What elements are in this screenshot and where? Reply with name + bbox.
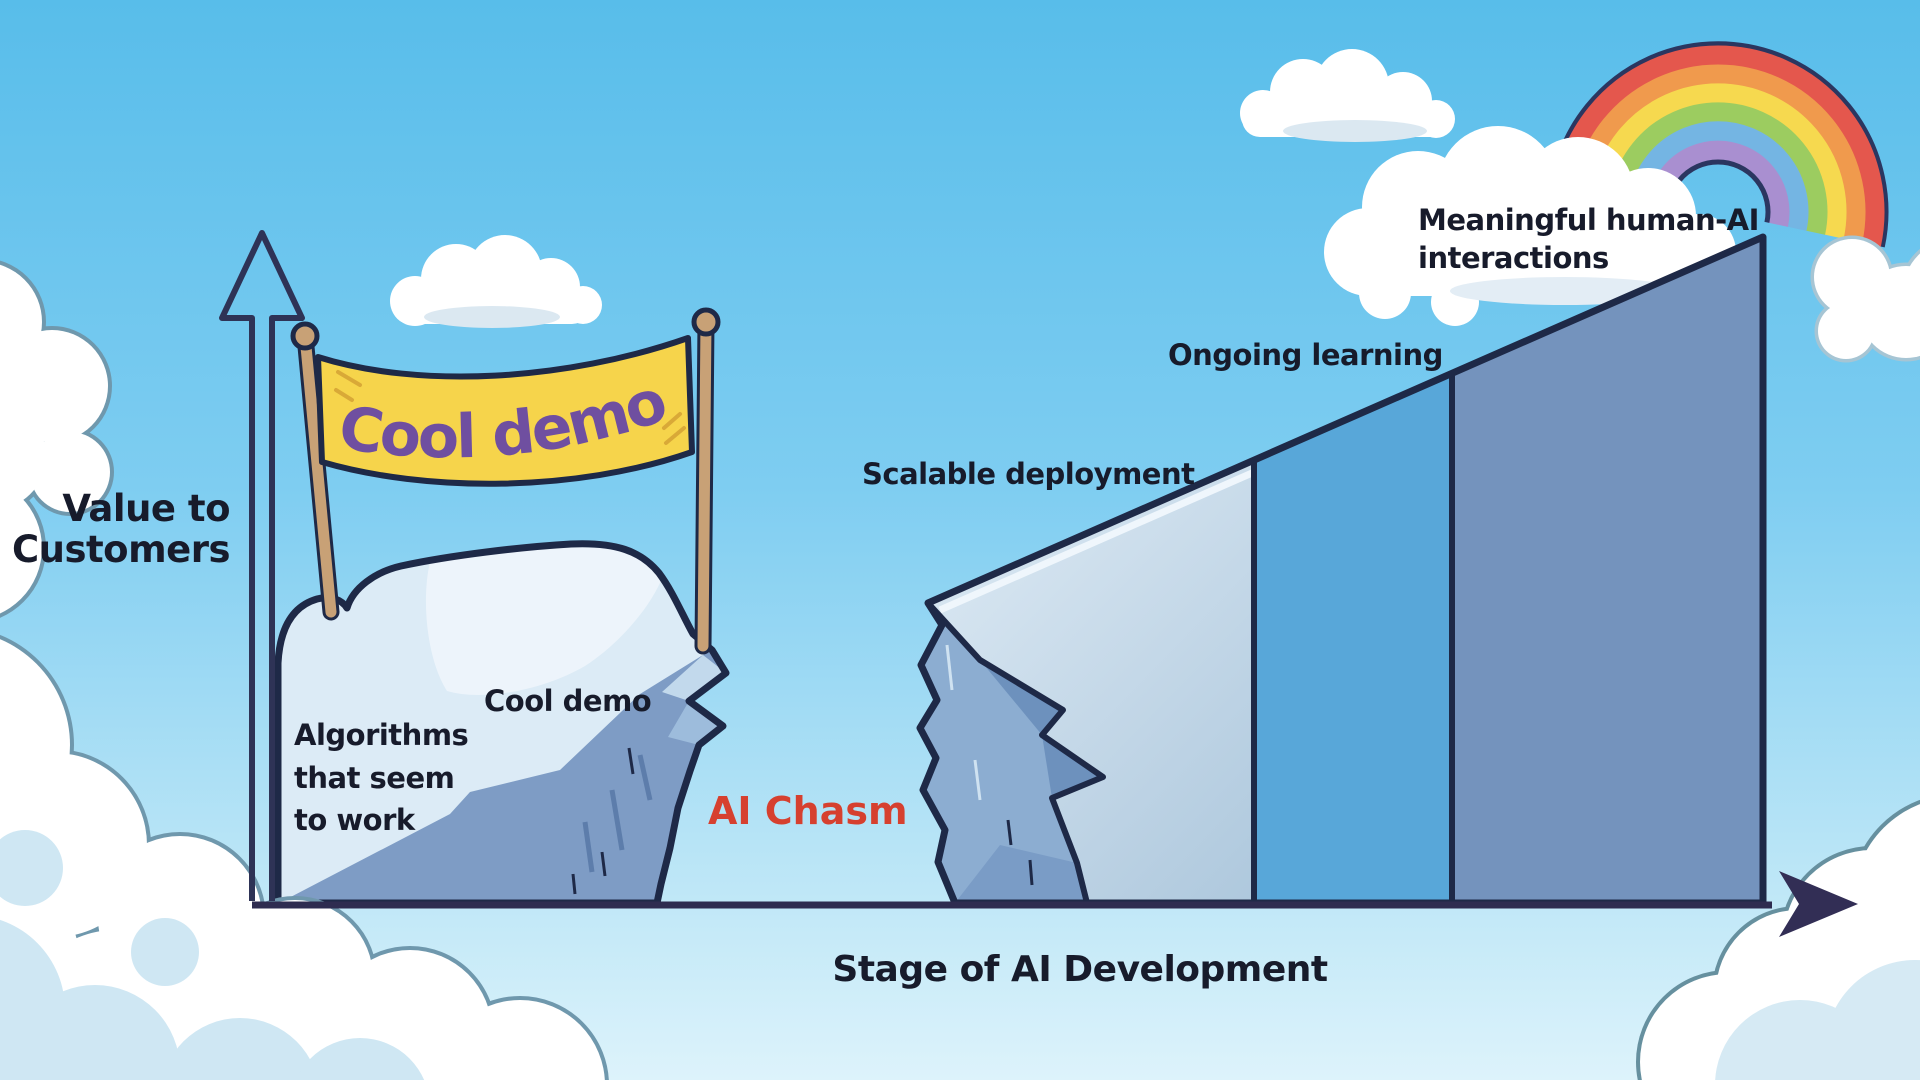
cliff-side-label: Algorithms that seem to work: [294, 718, 469, 838]
cloud-left-edge: [0, 260, 114, 618]
y-axis: [219, 230, 305, 901]
stage-label-ongoing-learning: Ongoing learning: [1168, 338, 1443, 372]
y-axis-arrow-icon: [219, 230, 305, 901]
cloud-bottom-left: [0, 634, 609, 1080]
banner-pole-right: [691, 307, 721, 655]
stage-label-meaningful-interactions: Meaningful human-AI interactions: [1418, 203, 1759, 276]
cloud-behind-peak: [1324, 126, 1736, 326]
cloud-top-right: [1240, 49, 1455, 142]
chasm-wall-right: [920, 603, 1103, 903]
cliff-top-label: Cool demo: [484, 684, 652, 718]
x-axis-arrowhead-icon: [1779, 871, 1858, 937]
cloud-bottom-right: [1636, 799, 1920, 1080]
y-axis-label: Value to Customers: [11, 487, 231, 572]
growth-slope: [916, 233, 1767, 907]
banner-cloth: [315, 335, 695, 487]
banner-fold-marks: [334, 370, 686, 445]
slope-ice-highlight: [938, 462, 1270, 614]
pole-knob: [290, 321, 320, 351]
ai-chasm-label: AI Chasm: [708, 789, 908, 833]
cloud-rainbow-right: [1810, 235, 1920, 363]
stage-segment-meaningful: [1452, 237, 1763, 903]
banner-pole-left: [290, 321, 340, 621]
stage-segment-ongoing: [1254, 373, 1452, 903]
pole-knob: [691, 307, 721, 337]
cool-demo-cliff: [274, 540, 730, 907]
x-axis: [252, 871, 1858, 937]
cool-demo-banner: Cool demo: [315, 335, 695, 487]
cloud-top-left: [390, 235, 602, 328]
stage-label-scalable-deployment: Scalable deployment: [862, 457, 1195, 491]
cliff-top-highlight: [425, 547, 662, 695]
x-axis-label: Stage of AI Development: [832, 949, 1328, 990]
cliff-face: [283, 650, 726, 901]
